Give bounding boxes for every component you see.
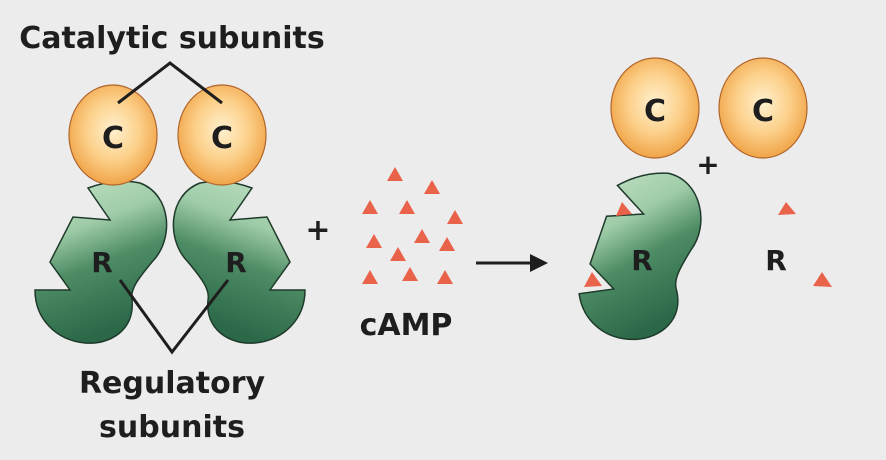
c-label: C — [752, 94, 774, 129]
regulatory-label-line1: Regulatory — [79, 366, 266, 401]
regulatory-label-line2: subunits — [99, 410, 245, 445]
camp-molecule — [362, 200, 378, 214]
c-label: C — [102, 121, 124, 156]
catalytic-leader-lines — [117, 61, 223, 105]
catalytic-subunits-label: Catalytic subunits — [19, 21, 324, 56]
r-label: R — [91, 246, 113, 279]
r-label: R — [631, 244, 653, 277]
r-label: R — [225, 246, 247, 279]
camp-molecule — [437, 270, 453, 284]
camp-molecule — [414, 229, 430, 243]
regulatory-subunit-right: R — [172, 180, 306, 344]
camp-label: cAMP — [360, 308, 453, 343]
free-catalytic-subunit-left: C — [610, 57, 700, 159]
free-catalytic-subunit-right: C — [718, 57, 808, 159]
camp-bound-regulatory-left: R — [563, 167, 718, 348]
camp-molecule — [402, 267, 418, 281]
inactive-holoenzyme: R R C C Catalytic subunits Regulatory su… — [19, 21, 324, 445]
camp-molecule — [439, 237, 455, 251]
regulatory-leader-lines — [118, 279, 230, 355]
camp-molecule — [366, 234, 382, 248]
camp-molecule — [424, 180, 440, 194]
catalytic-subunit-left: C — [68, 84, 158, 186]
camp-molecule — [399, 200, 415, 214]
camp-bound-regulatory-right: R — [765, 202, 832, 287]
reaction-arrow — [476, 254, 548, 272]
camp-molecule — [387, 167, 403, 181]
r-label: R — [765, 244, 787, 277]
plus-sign: + — [696, 148, 719, 181]
camp-molecule — [362, 270, 378, 284]
regulatory-subunit-left: R — [34, 180, 168, 344]
c-label: C — [644, 94, 666, 129]
c-label: C — [211, 121, 233, 156]
catalytic-subunit-right: C — [177, 84, 267, 186]
camp-molecules — [362, 167, 463, 284]
plus-sign: + — [305, 213, 330, 248]
camp-molecule — [447, 210, 463, 224]
camp-molecule — [390, 247, 406, 261]
